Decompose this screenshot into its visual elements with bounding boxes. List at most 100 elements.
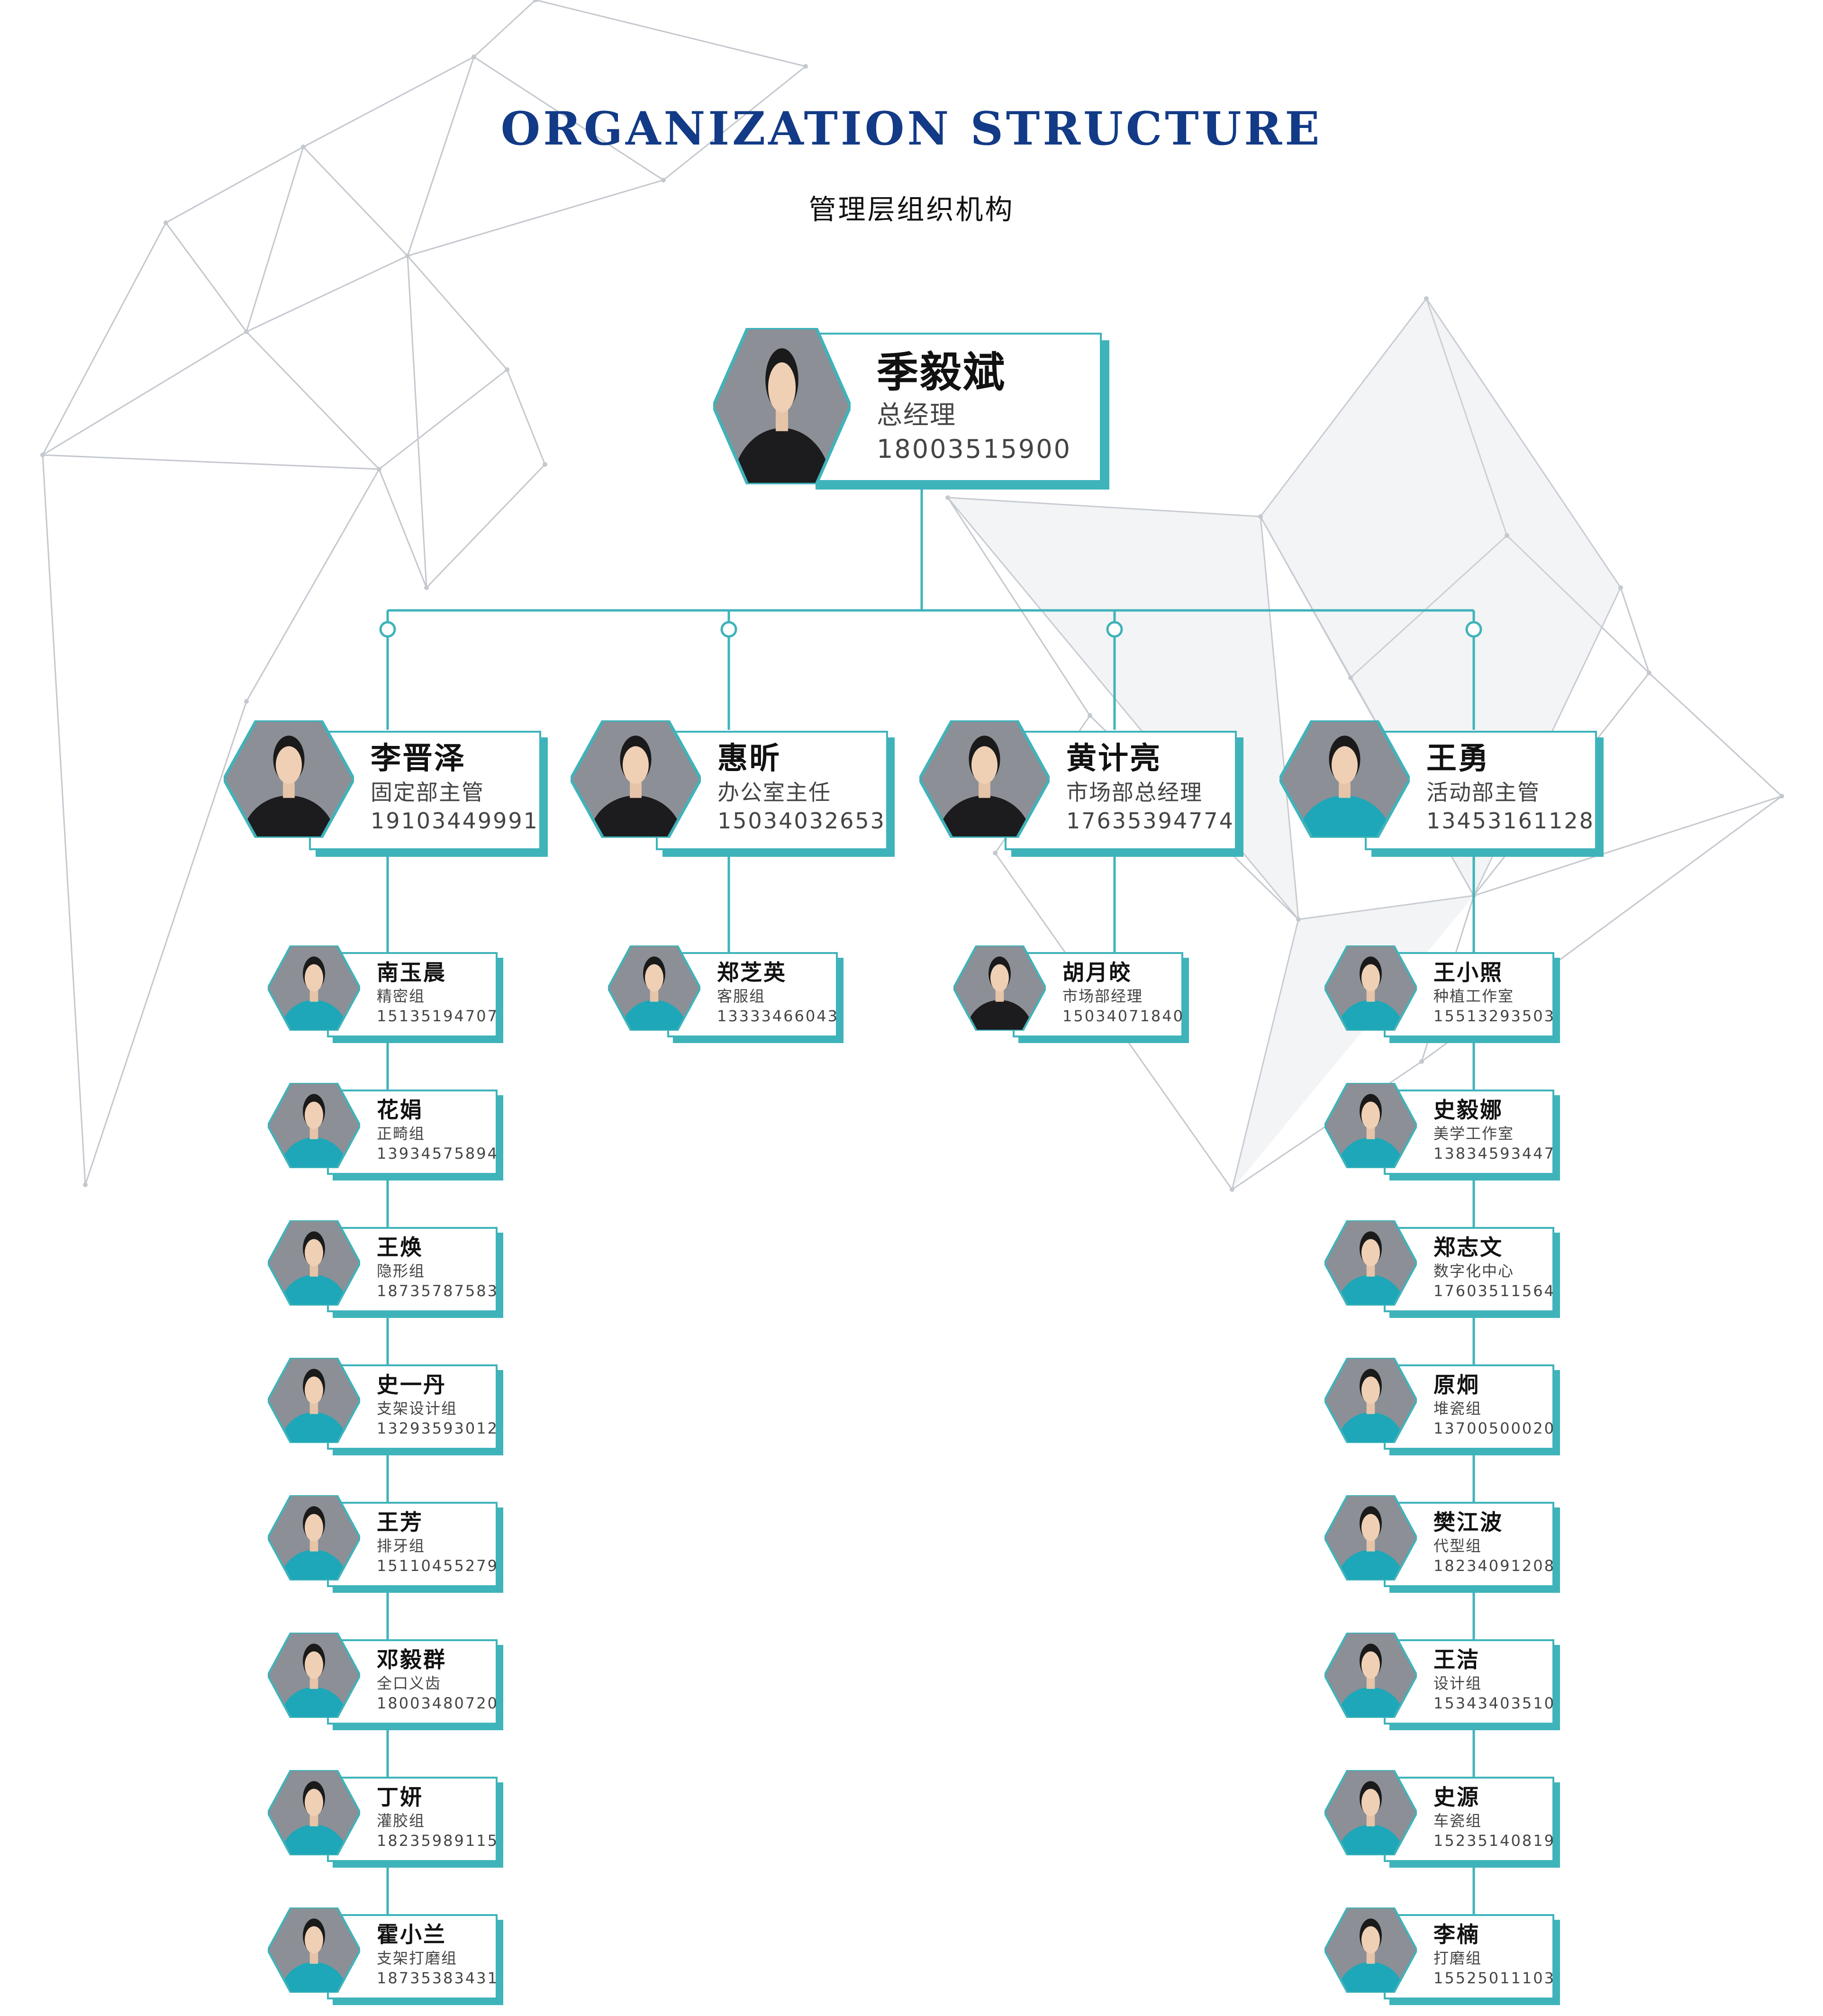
network-node: [1424, 296, 1429, 301]
person-phone: 15525011103: [1433, 1969, 1555, 1987]
network-line: [407, 179, 664, 257]
junction-circle-icon: [1106, 621, 1123, 638]
junction-circle-icon: [720, 621, 737, 638]
person-name: 李晋泽: [371, 741, 466, 776]
avatar-icon: [1323, 1769, 1418, 1857]
person-role: 支架打磨组: [377, 1949, 458, 1967]
network-line: [535, 0, 806, 67]
person-role: 打磨组: [1433, 1949, 1482, 1967]
person-role: 排牙组: [377, 1537, 426, 1555]
network-line: [303, 56, 474, 148]
network-node: [163, 220, 168, 225]
network-node: [661, 178, 666, 182]
avatar-icon: [917, 718, 1052, 840]
network-line: [1260, 298, 1427, 517]
network-line: [246, 255, 408, 333]
person-role: 美学工作室: [1433, 1125, 1515, 1143]
network-line: [1260, 516, 1299, 920]
network-line: [1473, 795, 1782, 897]
page-title: ORGANIZATION STRUCTURE: [500, 102, 1323, 155]
person-role: 总经理: [877, 400, 956, 430]
avatar-icon: [266, 1769, 362, 1857]
network-line: [245, 469, 380, 702]
avatar-icon: [607, 944, 702, 1033]
network-node: [803, 64, 808, 69]
person-role: 办公室主任: [717, 780, 831, 805]
person-role: 堆瓷组: [1433, 1399, 1482, 1417]
network-line: [165, 146, 304, 224]
avatar-icon: [711, 326, 853, 486]
network-node: [1296, 917, 1301, 922]
network-node: [1230, 1187, 1234, 1192]
network-node: [1419, 1059, 1424, 1064]
network-line: [1506, 535, 1650, 674]
network-node: [472, 54, 476, 59]
network-line: [42, 222, 167, 455]
person-name: 樊江波: [1433, 1509, 1503, 1535]
person-phone: 13934575894: [377, 1144, 499, 1162]
person-name: 王小照: [1433, 960, 1503, 985]
person-name: 史一丹: [377, 1372, 446, 1398]
network-line: [473, 56, 664, 181]
person-role: 市场部总经理: [1066, 780, 1203, 805]
person-phone: 13834593447: [1433, 1144, 1555, 1162]
person-role: 固定部主管: [371, 780, 484, 805]
person-name: 王焕: [377, 1235, 423, 1260]
avatar-icon: [266, 1081, 362, 1170]
network-line: [473, 0, 536, 58]
network-line: [1620, 587, 1650, 673]
person-role: 数字化中心: [1433, 1262, 1515, 1280]
person-name: 史源: [1433, 1784, 1480, 1810]
network-line: [1648, 672, 1783, 797]
avatar-icon: [1323, 1081, 1418, 1170]
avatar-icon: [266, 1631, 362, 1720]
network-line: [1260, 516, 1351, 678]
person-name: 胡月皎: [1062, 960, 1132, 985]
network-line: [379, 369, 508, 470]
card-frame: [1384, 1502, 1554, 1587]
person-name: 郑志文: [1433, 1235, 1503, 1260]
avatar-icon: [222, 718, 356, 840]
person-name: 史毅娜: [1433, 1097, 1503, 1123]
person-phone: 15235140819: [1433, 1832, 1555, 1850]
network-node: [405, 254, 410, 258]
person-role: 客服组: [717, 987, 766, 1005]
avatar-icon: [1323, 1494, 1418, 1582]
person-phone: 18235989115: [377, 1832, 499, 1850]
avatar-icon: [1323, 1906, 1418, 1995]
person-phone: 17635394774: [1066, 808, 1234, 834]
person-phone: 13453161128: [1426, 808, 1595, 834]
person-name: 原炯: [1433, 1372, 1480, 1398]
network-line: [407, 255, 508, 370]
network-node: [533, 0, 538, 2]
network-line: [1298, 895, 1474, 920]
person-name: 王洁: [1433, 1647, 1480, 1672]
network-node: [505, 367, 509, 372]
network-node: [1647, 671, 1651, 675]
network-node: [301, 145, 306, 149]
